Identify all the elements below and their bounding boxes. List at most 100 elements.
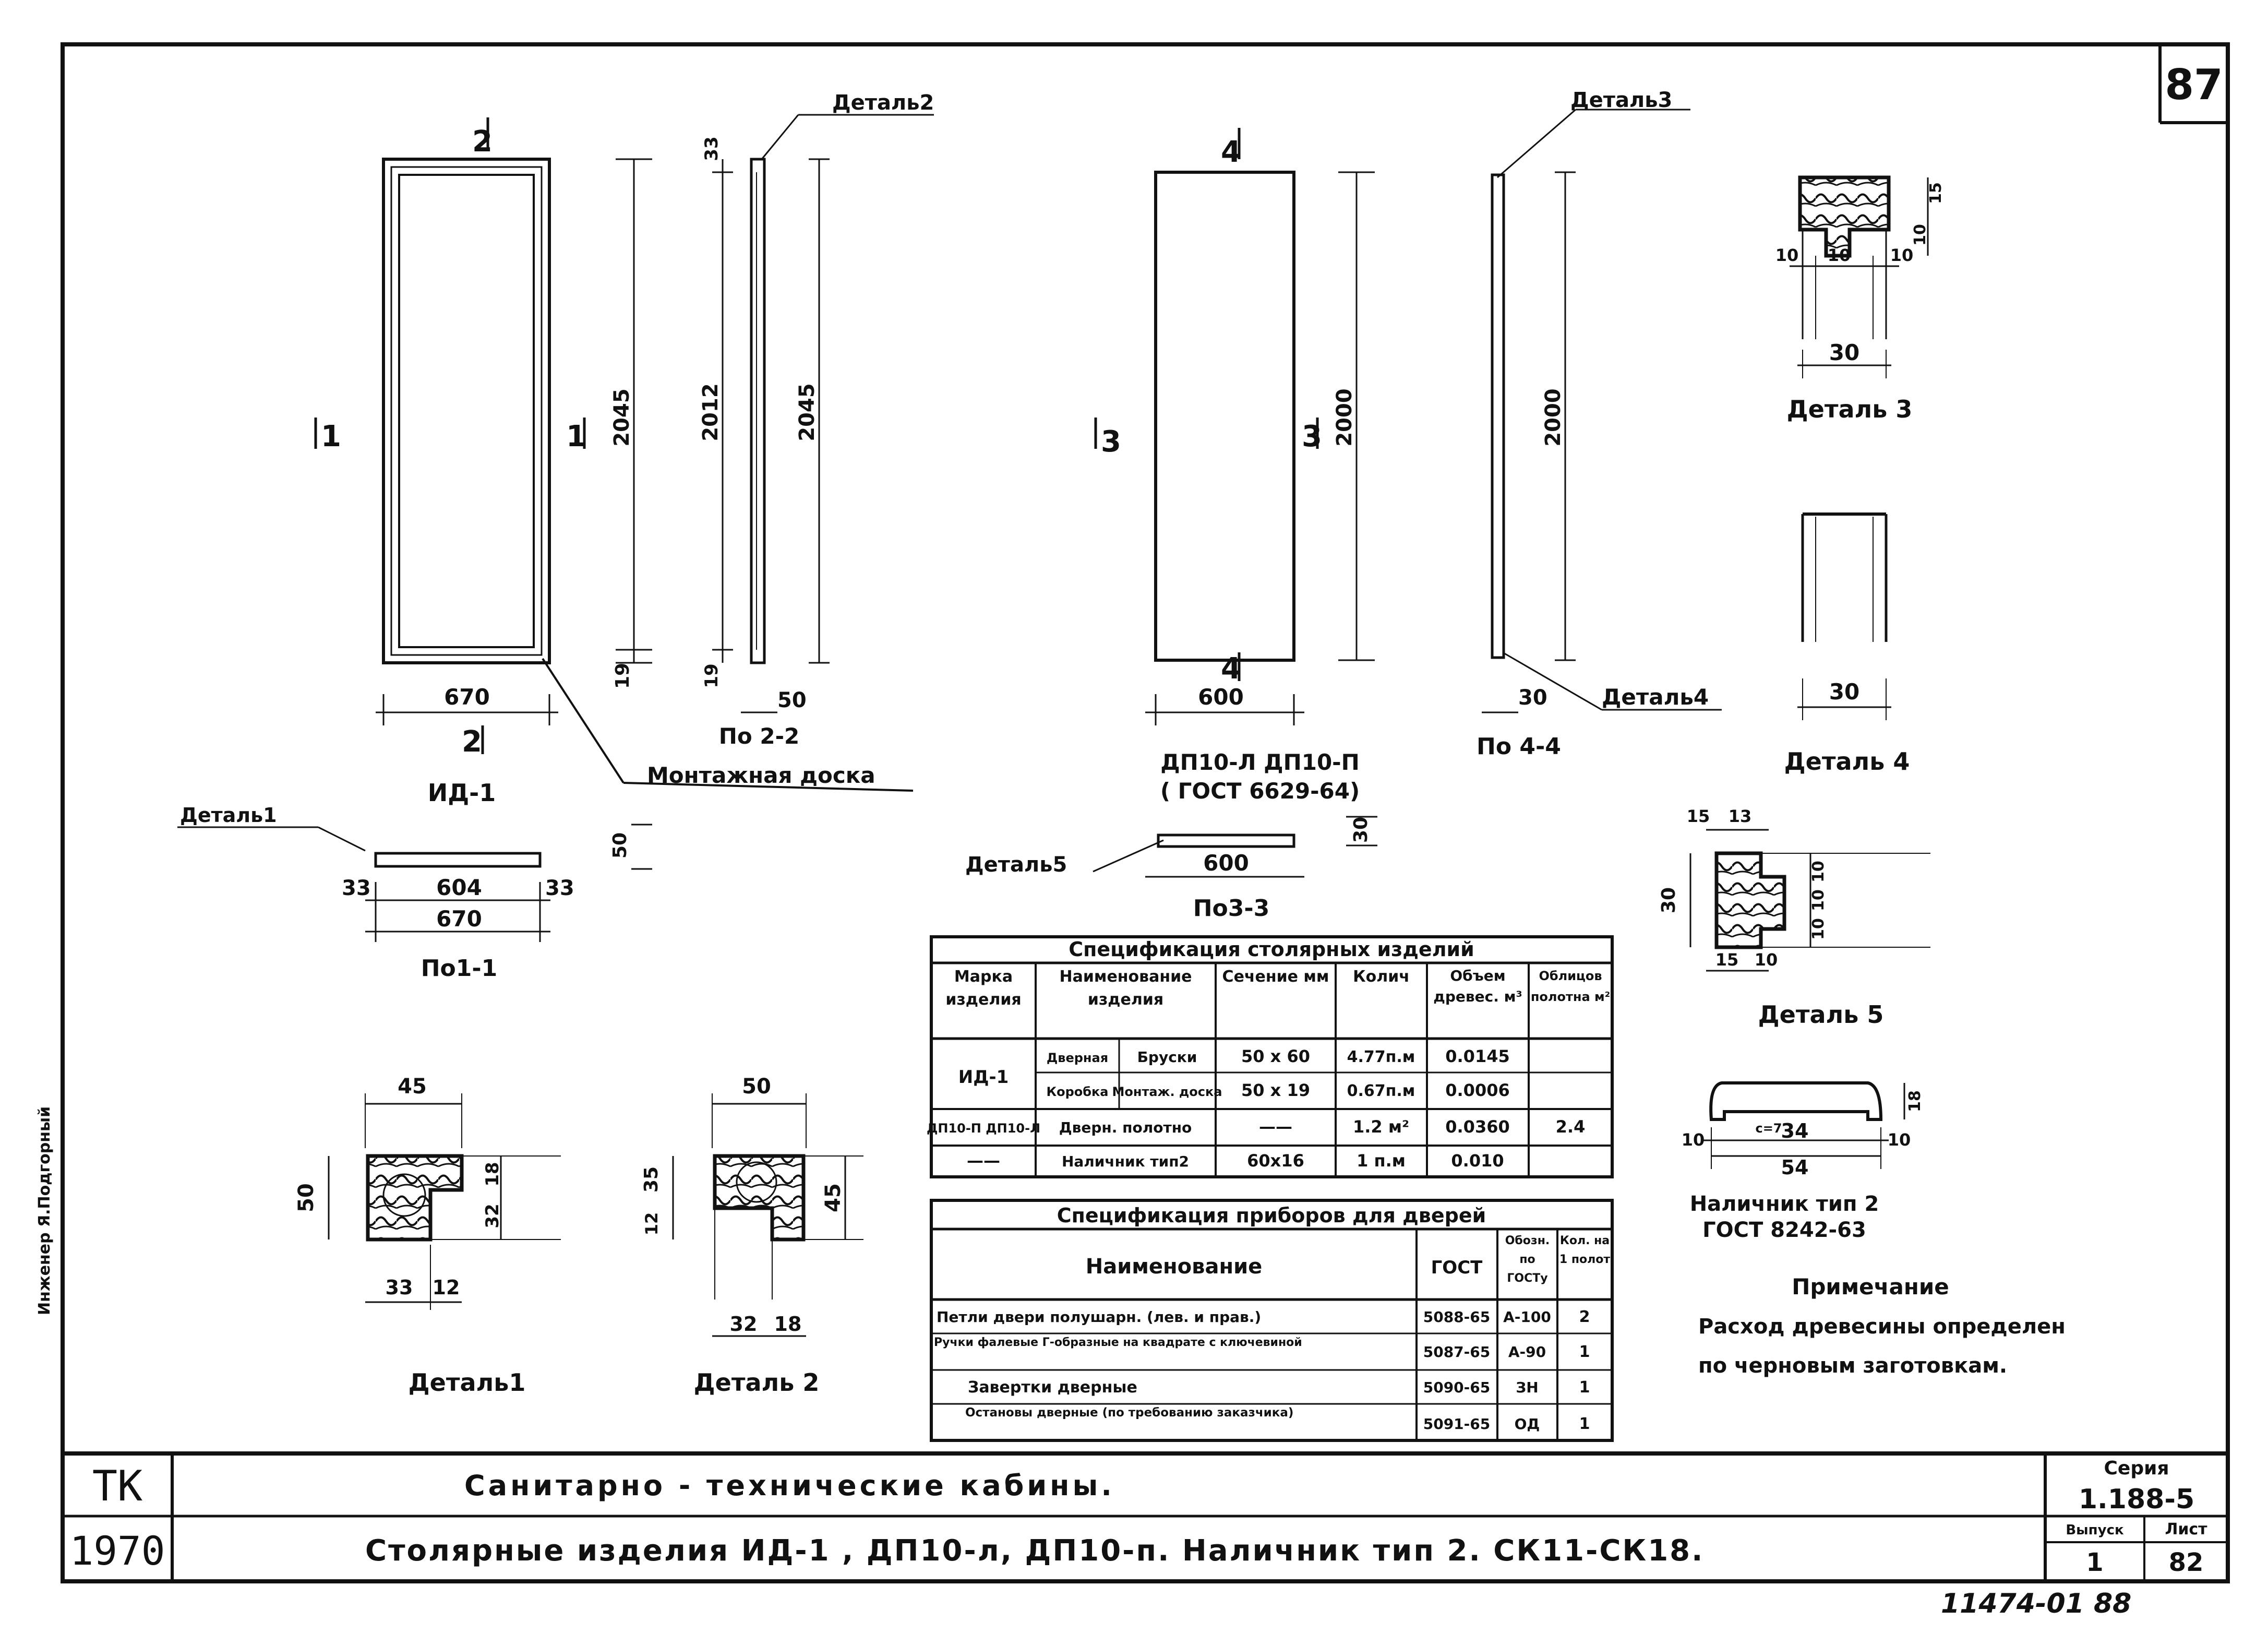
- spec-joinery-r2-qty: 1.2 м²: [1353, 1117, 1409, 1137]
- spec-joinery-r2-volume: 0.0360: [1445, 1117, 1509, 1137]
- section22-detail-label: Деталь2: [832, 91, 934, 115]
- section-2-2: [712, 114, 934, 713]
- spec-joinery-r3-name: Наличник тип2: [1062, 1153, 1189, 1170]
- nalichnik-caption1: Наличник тип 2: [1690, 1192, 1879, 1216]
- note-line1: Расход древесины определен: [1698, 1315, 2066, 1339]
- spec-joinery-r3-volume: 0.010: [1451, 1151, 1504, 1171]
- spec-devices-r0-code: А-100: [1503, 1308, 1551, 1326]
- detail-3: [1790, 175, 1929, 378]
- detail3-d1: 10: [1775, 245, 1799, 265]
- section22-dim-top: 33: [701, 136, 722, 161]
- section44-dim-width: 30: [1518, 686, 1547, 710]
- spec-joinery-r0-name2: Бруски: [1137, 1048, 1197, 1066]
- detail5-t1: 15: [1687, 806, 1710, 826]
- spec-joinery-r1-name1: Коробка: [1046, 1084, 1108, 1099]
- spec-joinery-r0-qty: 4.77п.м: [1347, 1048, 1415, 1066]
- section-4-4: [1482, 109, 1722, 713]
- spec-devices-r0-count: 2: [1579, 1308, 1590, 1326]
- archive-number: 11474-01 88: [1941, 1588, 2131, 1619]
- section22-dim-inner: 2012: [699, 383, 723, 441]
- spec-joinery-header-name: Наименование изделия: [1059, 968, 1192, 1009]
- spec-devices-r3-count: 1: [1579, 1415, 1590, 1433]
- dp10-section-top-label: 4: [1221, 135, 1241, 169]
- detail-4: [1797, 512, 1891, 720]
- section11-detail-label: Деталь1: [180, 804, 277, 827]
- detail1-dim-b2: 12: [433, 1276, 460, 1299]
- section22-dim-height: 2045: [795, 383, 819, 441]
- detail4-caption: Деталь 4: [1784, 747, 1910, 776]
- detail1-dim-left: 50: [294, 1183, 318, 1212]
- note-line2: по черновым заготовкам.: [1698, 1354, 2007, 1378]
- dp10-section-left-label: 3: [1101, 425, 1121, 459]
- spec-devices-r1-name: Ручки фалевые Г-образные на квадрате с к…: [934, 1336, 1302, 1349]
- detail-1: [328, 1093, 561, 1310]
- spec-joinery-header-qty: Колич: [1353, 968, 1410, 986]
- spec-joinery-header-section: Сечение мм: [1222, 968, 1329, 986]
- spec-joinery-r0-name1: Дверная: [1047, 1051, 1108, 1065]
- id1-section-bottom-label: 2: [462, 725, 482, 759]
- door-dp10-elevation: [1094, 128, 1375, 725]
- spec-joinery-header-mark: Марка изделия: [945, 968, 1022, 1009]
- section22-dim-width: 50: [777, 688, 807, 712]
- section33-dim-height: 30: [1350, 817, 1372, 843]
- detail2-dim-b2: 18: [774, 1313, 802, 1336]
- detail2-dim-right: 45: [821, 1183, 845, 1212]
- note-title: Примечание: [1792, 1274, 1949, 1300]
- detail2-dim-l2: 12: [642, 1212, 662, 1236]
- section33-caption: По3-3: [1193, 895, 1270, 922]
- spec-joinery-r1-name2: Монтаж. доска: [1112, 1084, 1222, 1099]
- detail3-caption: Деталь 3: [1787, 395, 1913, 423]
- dp10-caption-line1: ДП10-Л ДП10-П: [1160, 749, 1360, 775]
- spec-devices-header-count: Кол. на 1 полот: [1559, 1234, 1611, 1266]
- id1-caption: ИД-1: [428, 779, 496, 807]
- nalichnik-mid: 34: [1781, 1119, 1809, 1142]
- spec-devices-r3-gost: 5091-65: [1423, 1415, 1491, 1433]
- spec-devices-r1-count: 1: [1579, 1343, 1590, 1361]
- spec-devices-header-name: Наименование: [1086, 1255, 1263, 1279]
- spec-joinery-header-cladding: Облицов полотна м²: [1530, 969, 1611, 1004]
- detail5-v2: 10: [1809, 889, 1828, 911]
- spec-joinery-r2-section: ——: [1259, 1117, 1292, 1137]
- nalichnik-type2: [1703, 1081, 1905, 1169]
- spec-joinery-r0-volume: 0.0145: [1445, 1046, 1509, 1066]
- dp10-caption-line2: ( ГОСТ 6629-64): [1160, 778, 1360, 804]
- spec-devices-r2-name: Завертки дверные: [968, 1378, 1137, 1397]
- section11-dim-right: 33: [545, 876, 574, 900]
- detail2-caption: Деталь 2: [694, 1368, 820, 1397]
- org-code: ТК: [92, 1462, 142, 1510]
- detail3-d2: 10: [1828, 245, 1851, 265]
- spec-devices-r2-gost: 5090-65: [1423, 1379, 1491, 1396]
- section-1-1: [177, 824, 652, 942]
- section44-dim-height: 2000: [1541, 388, 1565, 446]
- detail1-caption: Деталь1: [409, 1368, 526, 1397]
- spec-joinery-r3-section: 60x16: [1247, 1151, 1304, 1171]
- series-label: Серия: [2104, 1458, 2169, 1479]
- spec-joinery-r2-cladding: 2.4: [1556, 1117, 1586, 1137]
- id1-dim-height: 2045: [610, 388, 634, 446]
- detail4-width: 30: [1829, 679, 1859, 705]
- detail5-b1: 15: [1715, 950, 1739, 970]
- dp10-dim-width: 600: [1198, 684, 1244, 710]
- spec-joinery-r1-section: 50 x 19: [1241, 1080, 1310, 1100]
- title-line1: Санитарно - технические кабины.: [464, 1469, 1115, 1502]
- section44-detail-bottom: Деталь4: [1602, 684, 1709, 710]
- detail5-b2: 10: [1755, 950, 1778, 970]
- detail5-v1: 10: [1809, 861, 1828, 883]
- section11-dim-height: 50: [609, 832, 631, 859]
- spec-joinery-r2-mark: ДП10-П ДП10-Л: [927, 1121, 1040, 1136]
- spec-joinery-r3-qty: 1 п.м: [1357, 1151, 1406, 1171]
- section22-caption: По 2-2: [719, 723, 800, 749]
- spec-devices-r3-code: ОД: [1515, 1415, 1540, 1433]
- door-id1-elevation: [314, 117, 914, 792]
- spec-devices-r1-gost: 5087-65: [1423, 1343, 1491, 1361]
- spec-joinery-r1-volume: 0.0006: [1445, 1080, 1509, 1100]
- detail5-t2: 13: [1729, 806, 1752, 826]
- dp10-section-bottom-label: 4: [1221, 652, 1241, 686]
- sheet-label: Лист: [2165, 1520, 2207, 1539]
- section44-caption: По 4-4: [1477, 733, 1561, 760]
- dp10-section-right-label: 3: [1302, 420, 1322, 454]
- nalichnik-total: 54: [1781, 1156, 1809, 1179]
- section33-detail-label: Деталь5: [965, 853, 1067, 877]
- detail3-v1: 10: [1911, 224, 1929, 246]
